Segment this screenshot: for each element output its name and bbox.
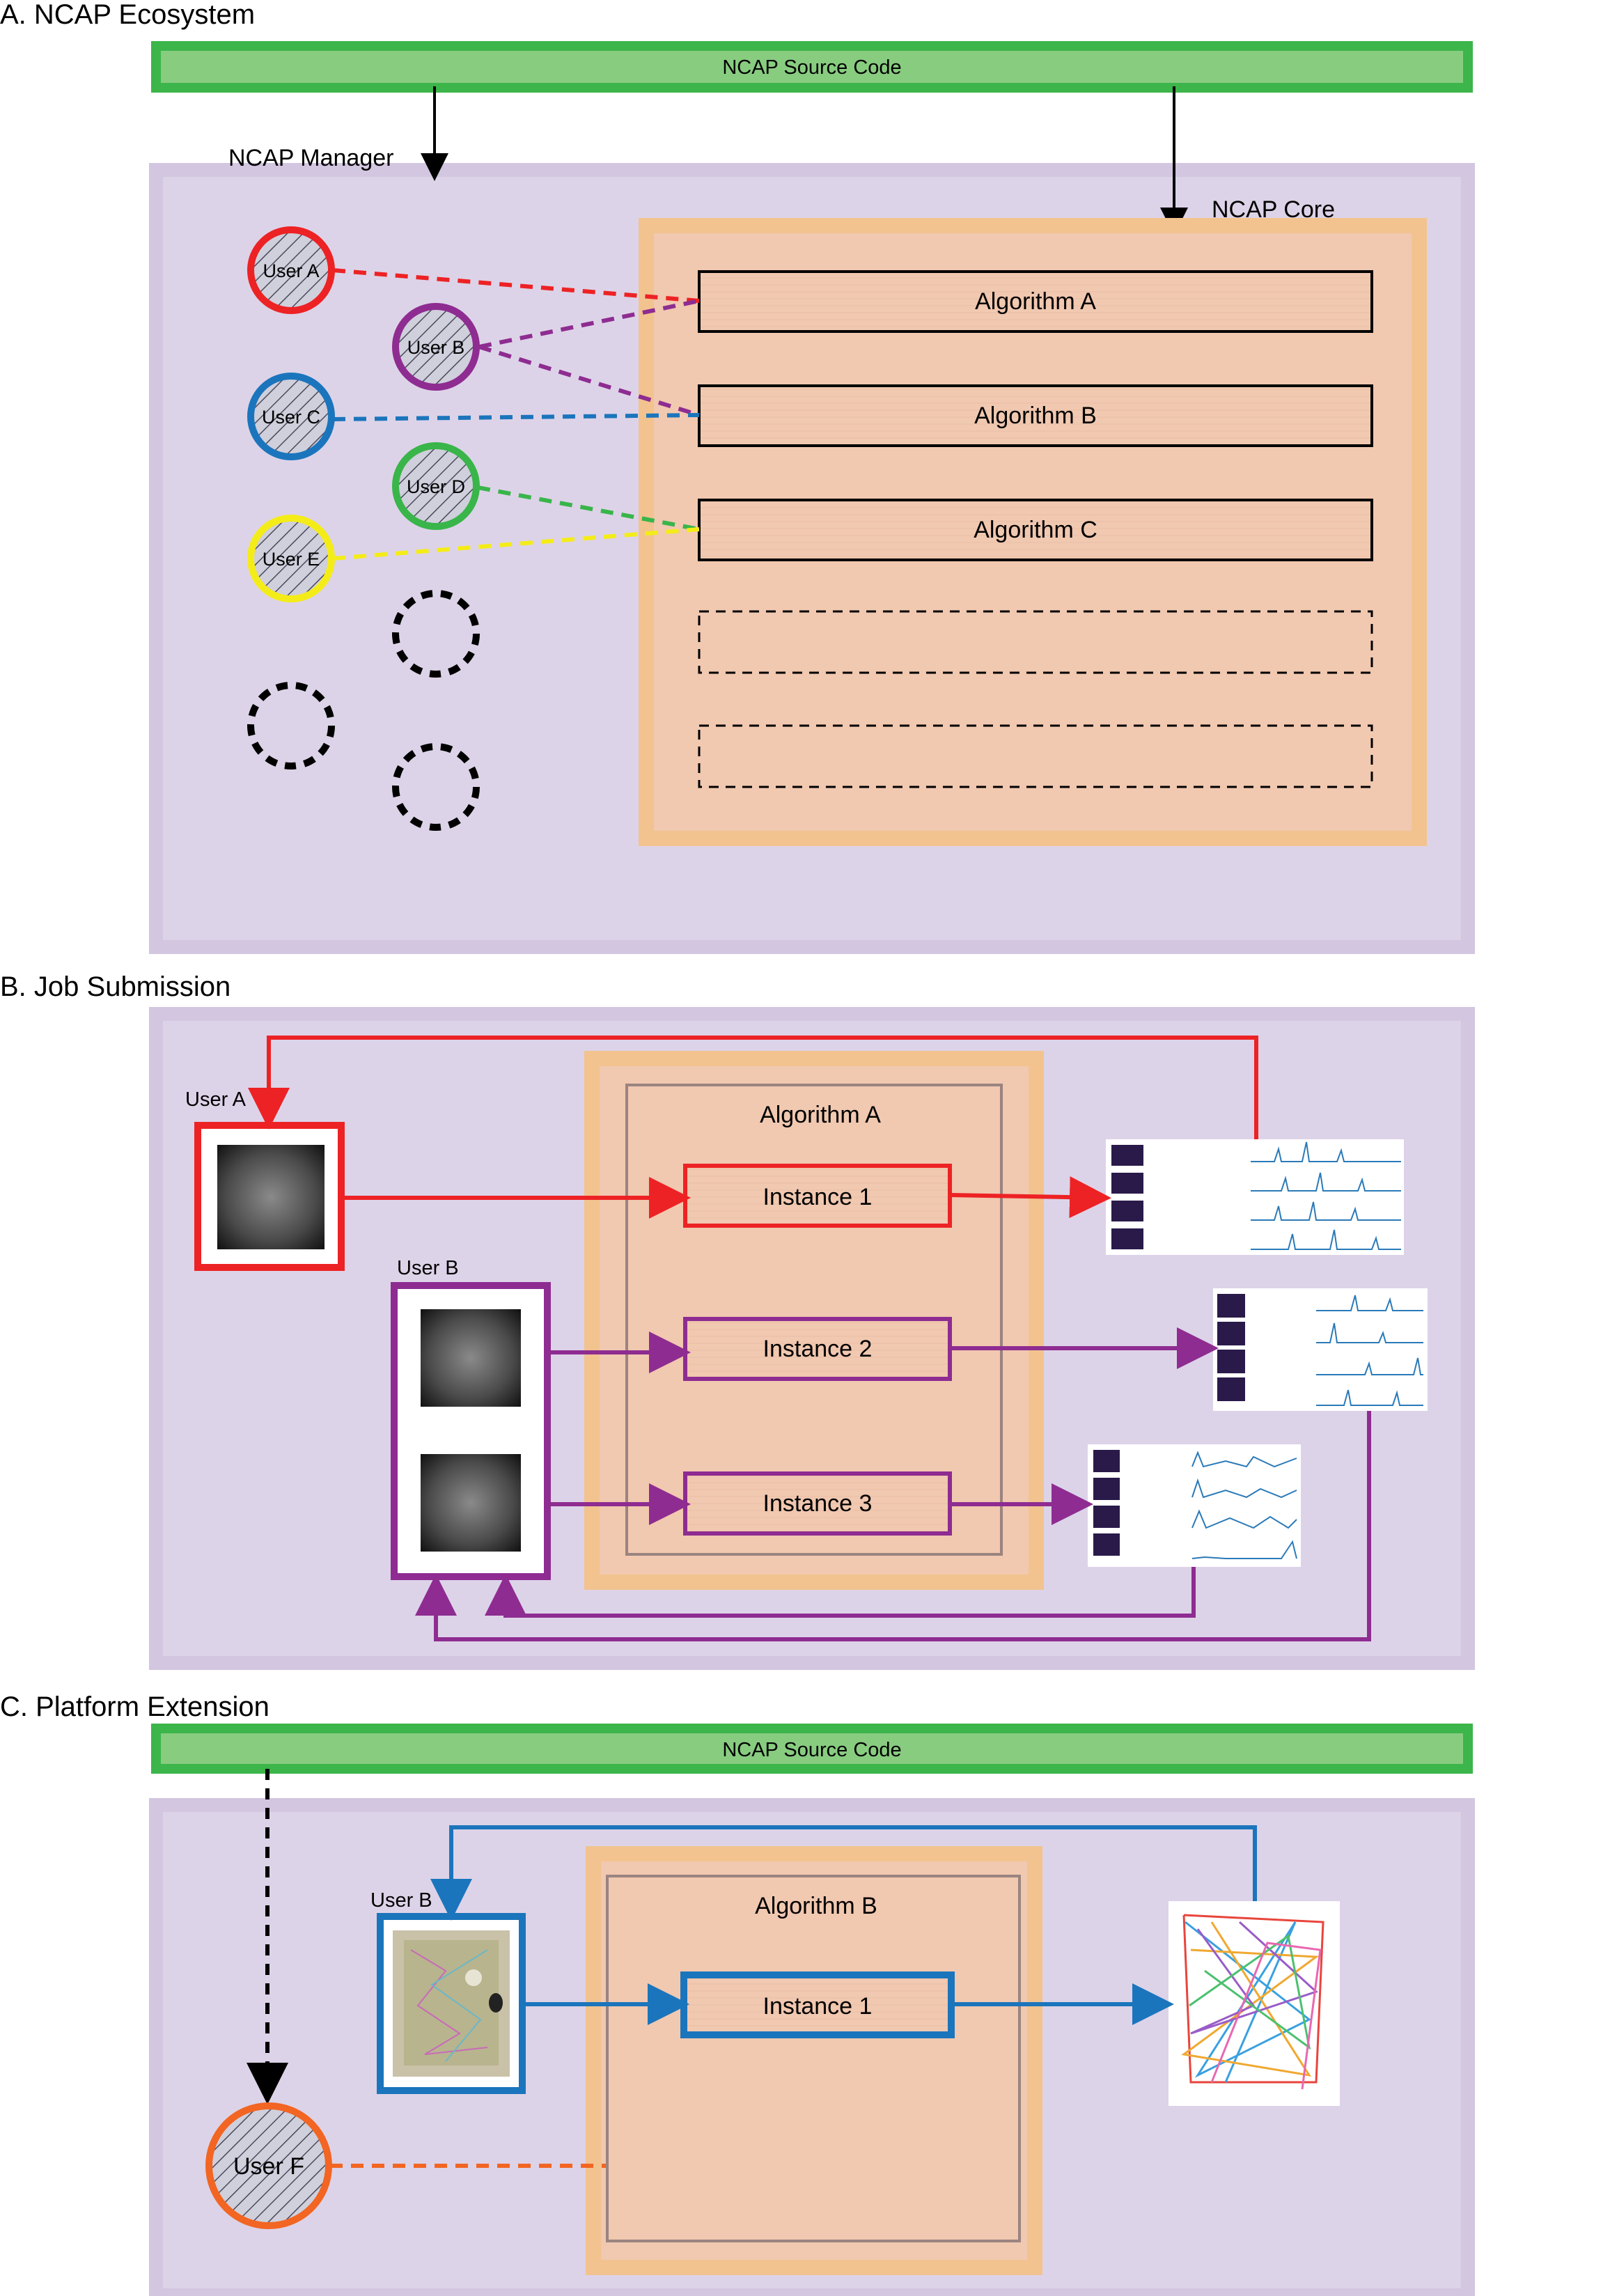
algorithm-b-label: Algorithm B <box>974 403 1097 429</box>
output-2-return-arrow <box>415 1411 1371 1641</box>
instance-3-box[interactable]: Instance 3 <box>683 1471 952 1536</box>
instance-2-label: Instance 2 <box>763 1336 873 1362</box>
algorithm-a-inner <box>625 1084 1003 1556</box>
arena-image <box>393 1930 510 2077</box>
empty-algorithm-slot <box>698 610 1373 674</box>
panel-a-title: A. NCAP Ecosystem <box>0 0 255 30</box>
algorithm-c-label: Algorithm C <box>974 517 1097 543</box>
instance-1-label-c: Instance 1 <box>763 1993 873 2020</box>
instance-1-box[interactable]: Instance 1 <box>683 1164 952 1228</box>
algorithm-a-box[interactable]: Algorithm A <box>698 270 1373 333</box>
calcium-image <box>421 1309 521 1407</box>
user-b-link-b <box>478 345 700 417</box>
user-a-label-b: User A <box>185 1088 247 1111</box>
source-code-bar: NCAP Source Code <box>151 41 1473 93</box>
algorithm-b-inner <box>606 1875 1021 2242</box>
panel-b: B. Job Submission Algorithm A User A Use… <box>0 971 1475 1670</box>
user-b-node[interactable]: User B <box>392 303 480 391</box>
trajectory-output <box>1169 1901 1340 2106</box>
calcium-image <box>421 1454 521 1552</box>
user-b-link-a <box>478 299 700 349</box>
user-d-node[interactable]: User D <box>392 442 480 530</box>
ncap-manager-label: NCAP Manager <box>228 145 394 171</box>
instance-3-label: Instance 3 <box>763 1490 873 1517</box>
user-e-node[interactable]: User E <box>247 515 335 602</box>
source-code-label-c: NCAP Source Code <box>722 1739 901 1761</box>
output-return-arrow-c <box>430 1825 1257 1921</box>
panel-c-title: C. Platform Extension <box>0 1692 269 1722</box>
user-a-node[interactable]: User A <box>247 226 335 314</box>
user-e-label: User E <box>263 549 320 570</box>
user-f-node[interactable]: User F <box>205 2102 332 2229</box>
output-panel-2 <box>1213 1288 1428 1411</box>
panel-a: A. NCAP Ecosystem NCAP Source Code NCAP … <box>0 0 1475 954</box>
empty-algorithm-slot <box>698 724 1373 788</box>
instance-1-to-output-arrow <box>949 1176 1111 1219</box>
source-code-label: NCAP Source Code <box>722 56 901 79</box>
user-c-label: User C <box>262 407 320 428</box>
instance-1-box-c[interactable]: Instance 1 <box>680 1971 955 2038</box>
user-b-label-b: User B <box>397 1257 459 1279</box>
empty-user-slot <box>247 682 335 770</box>
algorithm-a-title: Algorithm A <box>760 1102 881 1128</box>
output-1-return-arrow <box>248 1036 1258 1139</box>
panel-c: C. Platform Extension NCAP Source Code A… <box>0 1692 1475 2296</box>
ncap-core-label: NCAP Core <box>1212 196 1335 223</box>
output-panel-1 <box>1106 1139 1404 1255</box>
output-3-return-arrow <box>485 1567 1196 1618</box>
instance-2-box[interactable]: Instance 2 <box>683 1317 952 1381</box>
algorithm-b-box[interactable]: Algorithm B <box>698 384 1373 447</box>
user-c-node[interactable]: User C <box>247 373 335 460</box>
source-code-bar-c: NCAP Source Code <box>151 1724 1473 1774</box>
output-panel-3 <box>1088 1444 1301 1567</box>
user-a-label: User A <box>263 260 319 281</box>
user-d-link <box>477 485 700 531</box>
empty-user-slot <box>392 590 480 678</box>
algorithm-b-title: Algorithm B <box>755 1893 877 1919</box>
user-f-label: User F <box>233 2153 304 2180</box>
algorithm-c-box[interactable]: Algorithm C <box>698 499 1373 561</box>
algorithm-b-container <box>586 1846 1042 2275</box>
user-b-label: User B <box>407 337 465 358</box>
empty-user-slot <box>392 743 480 831</box>
instance-1-label: Instance 1 <box>763 1184 873 1210</box>
user-b-label-c: User B <box>370 1889 432 1912</box>
panel-b-title: B. Job Submission <box>0 971 230 1002</box>
calcium-image <box>217 1145 325 1249</box>
algorithm-a-label: Algorithm A <box>975 288 1096 315</box>
user-d-label: User D <box>407 476 465 497</box>
